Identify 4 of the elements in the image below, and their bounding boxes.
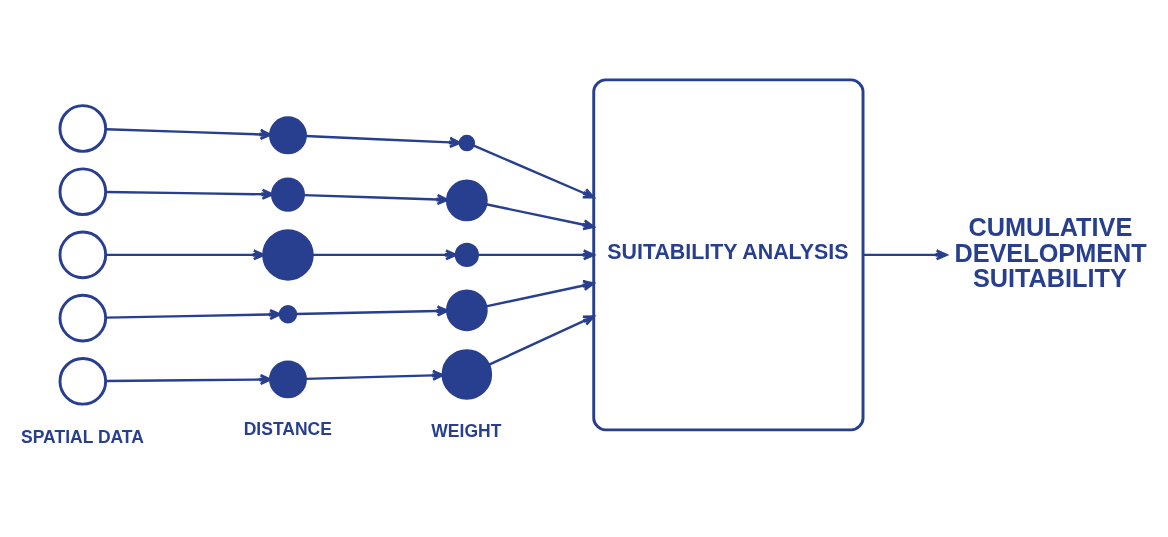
label: WEIGHT: [431, 421, 502, 442]
label: SPATIAL DATA: [21, 426, 144, 447]
node-text: CUMULATIVE DEVELOPMENT SUITABILITY: [954, 213, 1147, 292]
label: DISTANCE: [243, 419, 332, 440]
